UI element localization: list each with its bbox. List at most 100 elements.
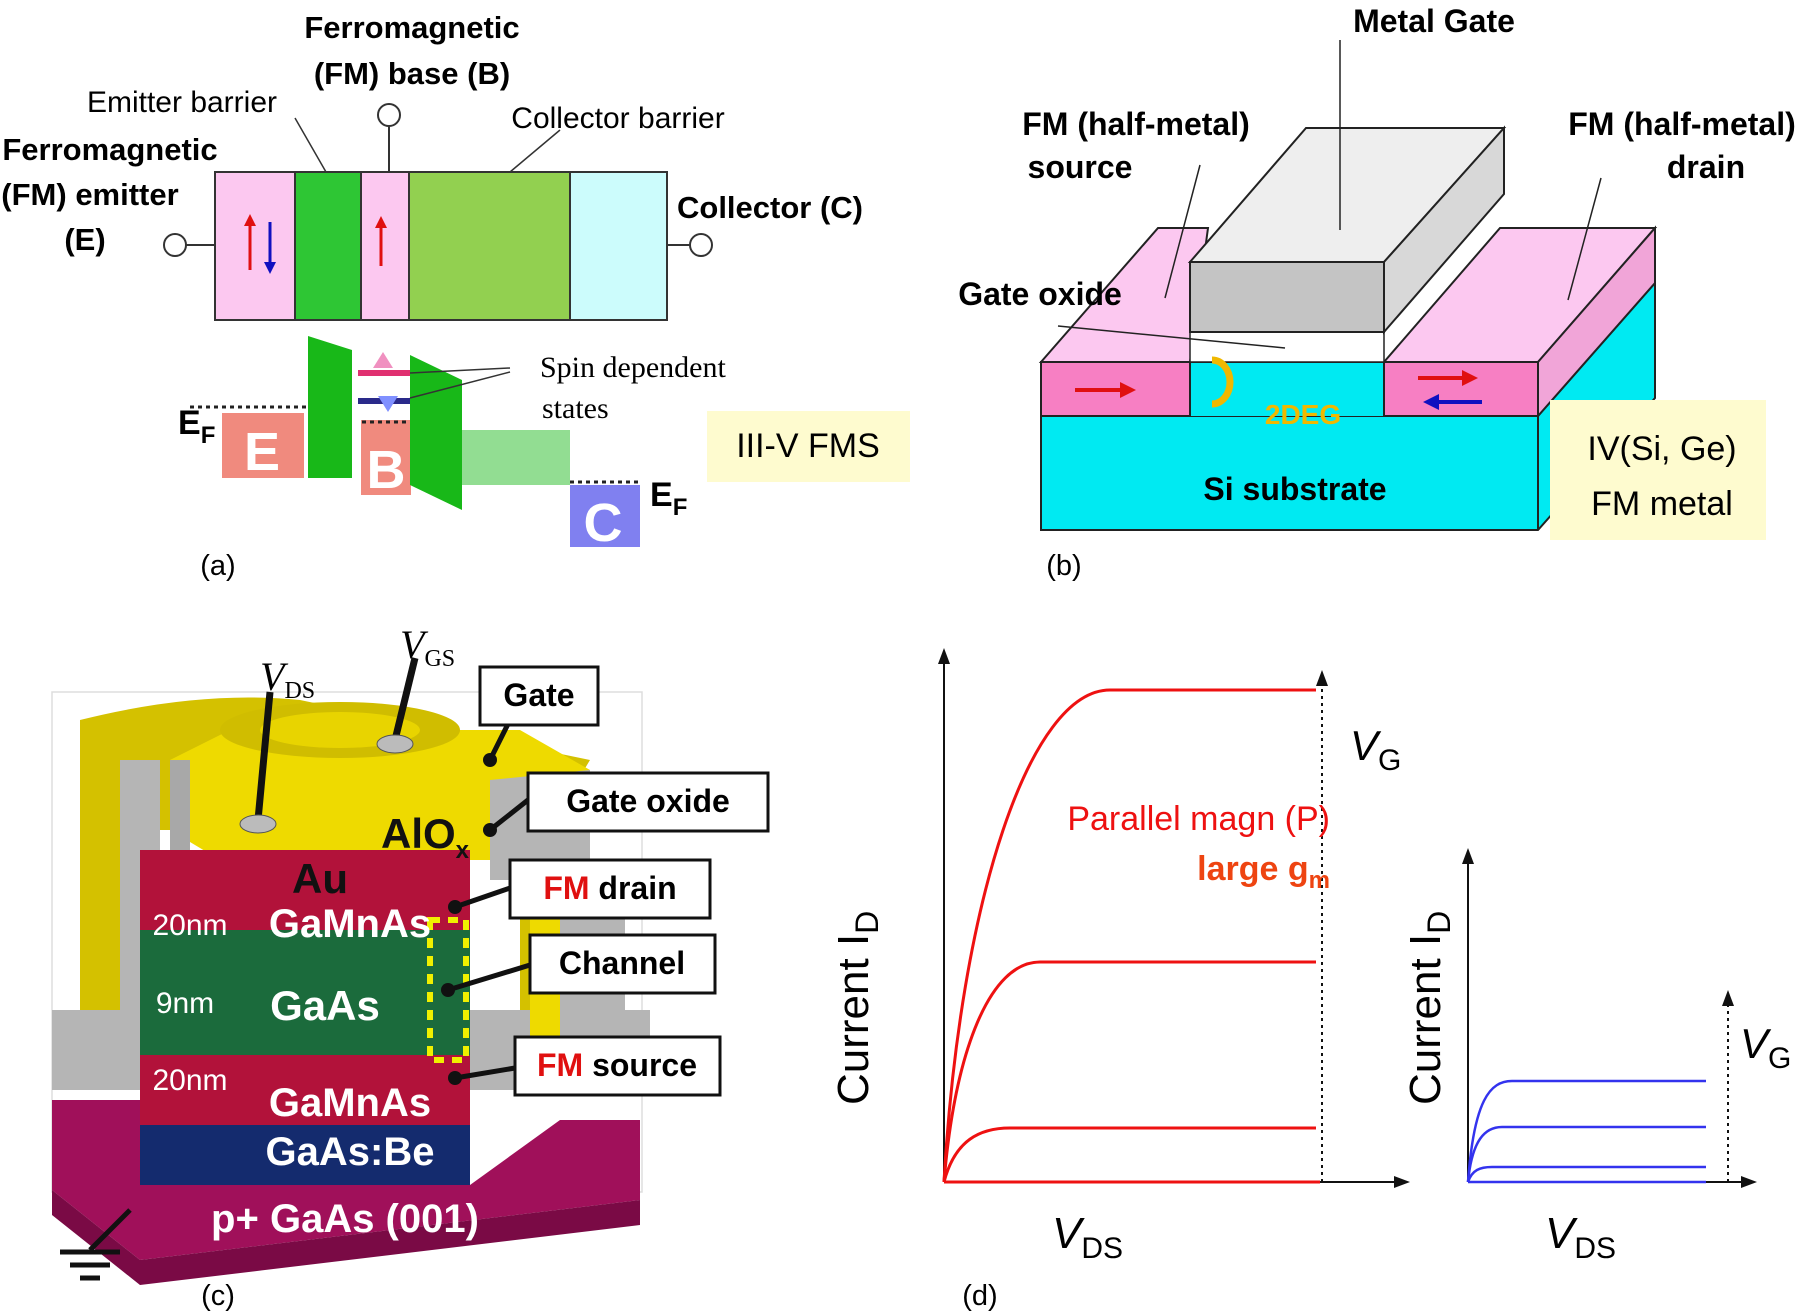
right-xlabel: VDS <box>1545 1209 1616 1265</box>
right-vg-label: VG <box>1740 1020 1791 1075</box>
fm-base-label-1: Ferromagnetic <box>304 10 519 45</box>
base-terminal-icon <box>377 103 401 127</box>
metal-gate-front <box>1189 261 1385 333</box>
collector-layer <box>569 171 668 321</box>
fm-source-callout-label: FM source <box>537 1047 697 1083</box>
antiparallel-curve-1 <box>1466 1165 1706 1183</box>
spin-state-down-arrow-icon <box>378 396 398 412</box>
p-gaas-label: p+ GaAs (001) <box>211 1197 479 1241</box>
caption-c: (c) <box>201 1280 235 1312</box>
channel-region-box <box>427 917 469 1063</box>
panel-a: Ferromagnetic (FM) base (B) Emitter barr… <box>1 10 910 582</box>
fm-source-callout-box <box>513 1035 722 1097</box>
caption-d: (d) <box>962 1280 997 1312</box>
spin-states-label-2: states <box>542 392 609 425</box>
gamnas-drain-layer <box>140 850 470 930</box>
band-e-label: E <box>244 422 280 482</box>
vds-label: VDS <box>260 654 315 704</box>
gaasbe-label: GaAs:Be <box>266 1130 435 1174</box>
right-ylabel: Current ID <box>1401 911 1457 1105</box>
gate-callout-label: Gate <box>503 677 574 713</box>
parallel-curve-1 <box>942 1126 1316 1183</box>
collector-label: Collector (C) <box>677 190 863 225</box>
collector-barrier-layer <box>408 171 571 321</box>
spin-state-up-arrow-icon <box>373 352 393 368</box>
source-leader <box>1164 164 1201 299</box>
band-c-label: C <box>584 493 623 553</box>
collector-barrier-region <box>462 430 570 475</box>
au-label: Au <box>292 855 348 902</box>
fm-base-label-2: (FM) base (B) <box>314 56 510 91</box>
spin-states-label-1: Spin dependent <box>540 351 726 384</box>
collector-terminal-icon <box>689 233 713 257</box>
spin-up-arrowhead-icon <box>244 214 256 226</box>
channel-callout-label: Channel <box>559 945 685 981</box>
band-emitter <box>222 413 304 478</box>
thickness-20nm-top: 20nm <box>152 909 227 942</box>
ground-wire <box>88 1208 132 1252</box>
iv-fm-box <box>1550 400 1766 540</box>
spin-down-arrowhead-icon <box>264 262 276 274</box>
ef-right-label: EF <box>650 476 687 521</box>
thickness-20nm-bottom: 20nm <box>152 1064 227 1097</box>
gamnas-source-layer <box>140 1055 470 1125</box>
gate-oxide-layer <box>1189 331 1385 363</box>
band-base <box>361 420 411 495</box>
p-gaas-substrate <box>52 1100 640 1260</box>
antiparallel-curve-2 <box>1466 1125 1706 1183</box>
band-collector <box>570 485 640 547</box>
panel-c: Gate Gate oxide FM drain Channel FM sour… <box>51 622 770 1312</box>
gaas-channel-layer <box>140 930 470 1055</box>
gate-oxide-label: Gate oxide <box>958 276 1122 312</box>
drain-label-1: FM (half-metal) <box>1568 106 1796 142</box>
iv-fm-label-1: IV(Si, Ge) <box>1587 430 1736 468</box>
drain-front <box>1383 361 1539 417</box>
spin-states-leader-2 <box>409 371 511 399</box>
source-label-2: source <box>1028 149 1133 185</box>
spin-states-leader-1 <box>409 367 511 374</box>
fm-emitter-label-3: (E) <box>64 222 105 257</box>
antiparallel-curve-3 <box>1466 1079 1706 1183</box>
fm-drain-callout-box <box>508 858 712 920</box>
collector-barrier-band <box>410 355 462 510</box>
iii-v-fms-label: III-V FMS <box>736 427 880 465</box>
caption-b: (b) <box>1046 550 1081 582</box>
vds-probe-tip-icon <box>239 814 277 834</box>
vgs-probe-wire <box>391 657 419 741</box>
vgs-probe-tip-icon <box>376 734 414 754</box>
fm-drain-callout-label: FM drain <box>543 870 676 906</box>
vgs-label: VGS <box>400 622 455 672</box>
emitter-layer <box>214 171 296 321</box>
gamnas-drain-label: GaMnAs <box>269 902 431 946</box>
emitter-terminal-icon <box>163 233 187 257</box>
gate-oxide-leader <box>1057 325 1286 349</box>
gamnas-source-label: GaMnAs <box>269 1081 431 1125</box>
base-spin-up-arrowhead-icon <box>375 216 387 228</box>
caption-a: (a) <box>200 550 235 582</box>
drain-label-2: drain <box>1667 149 1745 185</box>
fm-emitter-label-2: (FM) emitter <box>1 177 178 212</box>
left-vg-label: VG <box>1350 722 1401 777</box>
parallel-magn-label: Parallel magn (P) <box>1067 800 1330 838</box>
gate-oxide-callout-box <box>526 771 770 833</box>
iv-fm-label-2: FM metal <box>1591 485 1733 523</box>
gaas-label: GaAs <box>270 982 380 1029</box>
collector-barrier-leader <box>509 129 561 173</box>
fm-emitter-label-1: Ferromagnetic <box>2 132 217 167</box>
emitter-barrier-label: Emitter barrier <box>87 86 277 119</box>
parallel-curve-3 <box>942 688 1316 1183</box>
emitter-barrier-band <box>308 336 352 478</box>
parallel-curve-2 <box>942 960 1316 1183</box>
band-b-label: B <box>367 440 406 500</box>
alox-label: AlOx <box>381 810 470 864</box>
iii-v-fms-box <box>707 411 910 482</box>
base-layer <box>360 171 410 321</box>
si-substrate-label: Si substrate <box>1203 471 1386 507</box>
ef-left-label: EF <box>178 404 215 449</box>
drain-leader <box>1567 177 1602 301</box>
gaasbe-layer <box>140 1125 470 1185</box>
large-gm-label: large gm <box>1197 850 1330 894</box>
gate-oxide-callout-label: Gate oxide <box>566 783 730 819</box>
panel-b: Metal Gate FM (half-metal) source FM (ha… <box>958 3 1796 582</box>
